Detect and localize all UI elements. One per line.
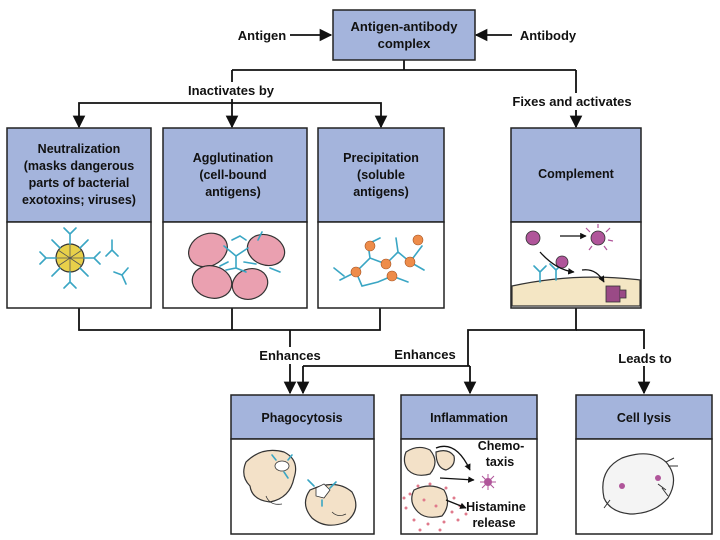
connectors — [72, 28, 651, 395]
inactivates-right — [232, 102, 388, 129]
chemotaxis-label: Chemo- — [478, 439, 525, 453]
label-leads-to: Leads to — [618, 351, 672, 366]
red-blood-cells-icon — [188, 231, 286, 300]
svg-text:complex: complex — [378, 36, 432, 51]
histamine-label: Histamine — [466, 500, 526, 514]
label-antibody: Antibody — [520, 28, 577, 43]
complement-down-join — [467, 308, 577, 336]
svg-text:Inflammation: Inflammation — [430, 411, 508, 425]
complex-node: Antigen-antibody complex — [332, 9, 476, 61]
neutralization-node: Neutralization (masks dangerous parts of… — [6, 127, 152, 309]
svg-text:parts of bacterial: parts of bacterial — [29, 176, 130, 190]
precipitation-node: Precipitation (soluble antigens) — [317, 127, 445, 309]
svg-text:antigens): antigens) — [353, 185, 409, 199]
virus-icon — [39, 227, 101, 289]
phagocyte-icon — [243, 449, 357, 526]
label-antigen: Antigen — [238, 28, 286, 43]
label-fixes-and-activates: Fixes and activates — [512, 94, 631, 109]
svg-text:Precipitation: Precipitation — [343, 151, 419, 165]
complement-to-lysis — [576, 329, 651, 395]
svg-text:(cell-bound: (cell-bound — [199, 168, 266, 182]
inflammation-node: Inflammation Chemo- taxis Histamine rele… — [400, 394, 538, 535]
histamine-label-2: release — [472, 516, 515, 530]
label-enhances-left: Enhances — [259, 348, 320, 363]
agglutination-node: Agglutination (cell-bound antigens) — [162, 127, 308, 309]
cell-lysis-node: Cell lysis — [575, 394, 713, 535]
complement-node: Complement — [510, 127, 642, 309]
phagocytosis-node: Phagocytosis — [230, 394, 375, 535]
mast-cell-icon — [402, 445, 496, 532]
antigen-antibody-lattice-icon — [333, 234, 425, 287]
svg-text:Phagocytosis: Phagocytosis — [261, 411, 342, 425]
svg-text:Complement: Complement — [538, 167, 615, 181]
label-inactivates-by: Inactivates by — [188, 83, 275, 98]
svg-text:(masks dangerous: (masks dangerous — [24, 159, 135, 173]
svg-text:exotoxins; viruses): exotoxins; viruses) — [22, 193, 136, 207]
svg-text:(soluble: (soluble — [357, 168, 405, 182]
free-antibody-icon — [105, 239, 129, 285]
membrane-attack-icon — [511, 224, 641, 307]
svg-text:antigens): antigens) — [205, 185, 261, 199]
svg-text:Neutralization: Neutralization — [38, 142, 121, 156]
chemotaxis-label-2: taxis — [486, 455, 515, 469]
bottom-left-join — [78, 308, 381, 331]
svg-text:Cell lysis: Cell lysis — [617, 411, 671, 425]
lysed-cell-icon — [602, 453, 678, 515]
label-enhances-center: Enhances — [394, 347, 455, 362]
svg-text:Antigen-antibody: Antigen-antibody — [351, 19, 459, 34]
svg-text:Agglutination: Agglutination — [193, 151, 274, 165]
